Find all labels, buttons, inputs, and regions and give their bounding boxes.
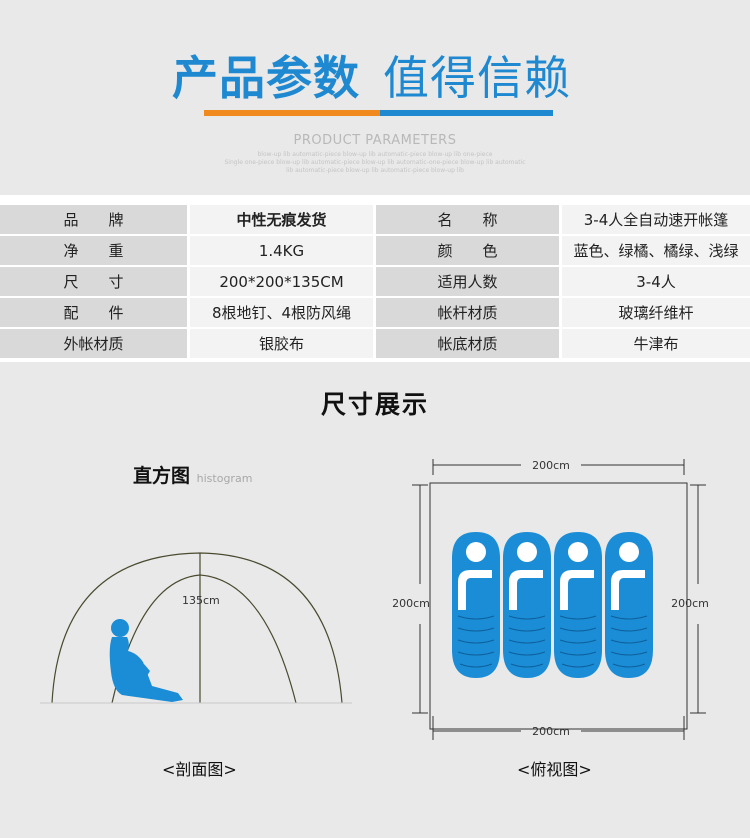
caption-top-view: <俯视图> — [517, 760, 592, 779]
top-width-label: 200cm — [532, 459, 570, 472]
subtitle-english: PRODUCT PARAMETERS — [293, 133, 457, 148]
parameters-table: 品 牌 中性无痕发货 名 称 3-4人全自动速开帐篷 净 重 1.4KG 颜 色… — [0, 203, 750, 360]
param-label: 适用人数 — [376, 267, 559, 296]
param-value: 中性无痕发货 — [190, 205, 373, 234]
param-value: 牛津布 — [562, 329, 750, 358]
size-section-title: 尺寸展示 — [320, 390, 429, 419]
param-label: 名 称 — [376, 205, 559, 234]
tent-top-view-diagram: 200cm 200cm 200cm 200cm — [392, 459, 709, 740]
param-value: 1.4KG — [190, 236, 373, 265]
title-trustworthy: 值得信赖 — [383, 51, 571, 105]
histogram-heading: 直方图 histogram — [133, 461, 252, 488]
table-row: 配 件 8根地钉、4根防风绳 帐杆材质 玻璃纤维杆 — [0, 298, 750, 327]
param-value: 蓝色、绿橘、橘绿、浅绿 — [562, 236, 750, 265]
table-row: 尺 寸 200*200*135CM 适用人数 3-4人 — [0, 267, 750, 296]
fine-print-line: Single one-piece blow-up lib automatic-p… — [224, 159, 526, 166]
fine-print-line: lib automatic-piece blow-up lib automati… — [286, 167, 464, 174]
sleeping-bag-icon — [451, 531, 501, 679]
title-underline-orange — [204, 110, 380, 116]
param-label: 品 牌 — [0, 205, 187, 234]
left-depth-label: 200cm — [392, 597, 430, 610]
tent-cross-section-diagram: 135cm — [40, 552, 352, 704]
param-label: 颜 色 — [376, 236, 559, 265]
param-label: 配 件 — [0, 298, 187, 327]
title-underline-blue — [380, 110, 553, 116]
sleeping-bag-icon — [553, 531, 603, 679]
header-banner: 产品参数 值得信赖 PRODUCT PARAMETERS blow-up lib… — [0, 0, 750, 195]
histogram-label: 直方图 — [133, 465, 191, 487]
param-label: 外帐材质 — [0, 329, 187, 358]
sleeping-bag-icon — [604, 531, 654, 679]
param-label: 尺 寸 — [0, 267, 187, 296]
param-label: 帐杆材质 — [376, 298, 559, 327]
param-value: 银胶布 — [190, 329, 373, 358]
param-value: 200*200*135CM — [190, 267, 373, 296]
histogram-en-label: histogram — [196, 472, 253, 485]
sleeping-bag-icon — [502, 531, 552, 679]
right-depth-label: 200cm — [671, 597, 709, 610]
height-dimension-label: 135cm — [182, 594, 220, 607]
sitting-person-icon — [109, 619, 183, 702]
tent-floor-outline — [429, 482, 688, 730]
fine-print-line: blow-up lib automatic-piece blow-up lib … — [257, 151, 493, 158]
param-value: 玻璃纤维杆 — [562, 298, 750, 327]
param-value: 8根地钉、4根防风绳 — [190, 298, 373, 327]
bottom-width-label: 200cm — [532, 725, 570, 738]
title-product-params: 产品参数 — [172, 51, 360, 105]
param-value: 3-4人 — [562, 267, 750, 296]
table-row: 品 牌 中性无痕发货 名 称 3-4人全自动速开帐篷 — [0, 205, 750, 234]
caption-cross-section: <剖面图> — [162, 760, 237, 779]
param-label: 帐底材质 — [376, 329, 559, 358]
table-row: 外帐材质 银胶布 帐底材质 牛津布 — [0, 329, 750, 358]
param-value: 3-4人全自动速开帐篷 — [562, 205, 750, 234]
table-row: 净 重 1.4KG 颜 色 蓝色、绿橘、橘绿、浅绿 — [0, 236, 750, 265]
param-label: 净 重 — [0, 236, 187, 265]
